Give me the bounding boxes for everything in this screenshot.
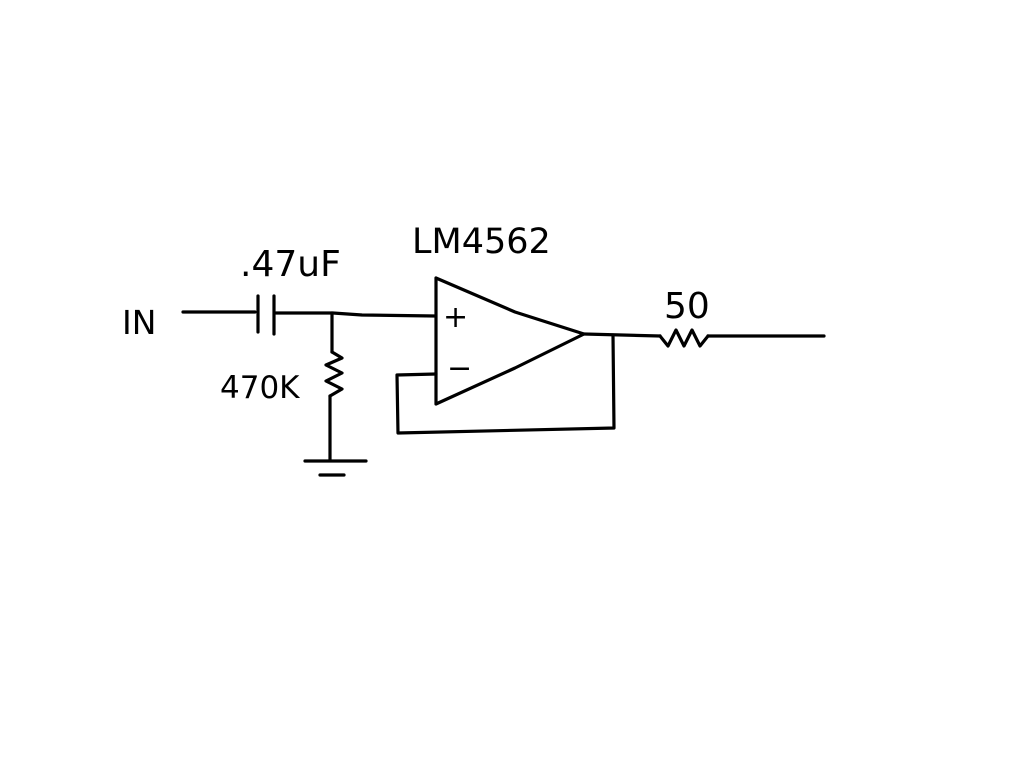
resistor-label: 470K	[220, 370, 300, 406]
opamp-triangle	[434, 276, 586, 406]
resistor-470k	[324, 350, 344, 398]
resistor-50	[658, 328, 710, 348]
capacitor-label: .47uF	[240, 244, 341, 285]
minus-symbol: −	[447, 351, 472, 386]
input-label: IN	[122, 303, 156, 342]
plus-symbol: +	[443, 300, 468, 335]
output-resistor-label: 50	[664, 286, 710, 327]
capacitor-to-plus-wire	[274, 311, 437, 318]
opamp-label: LM4562	[412, 222, 551, 262]
feedback-wire	[395, 333, 616, 435]
output-wire	[582, 332, 662, 338]
